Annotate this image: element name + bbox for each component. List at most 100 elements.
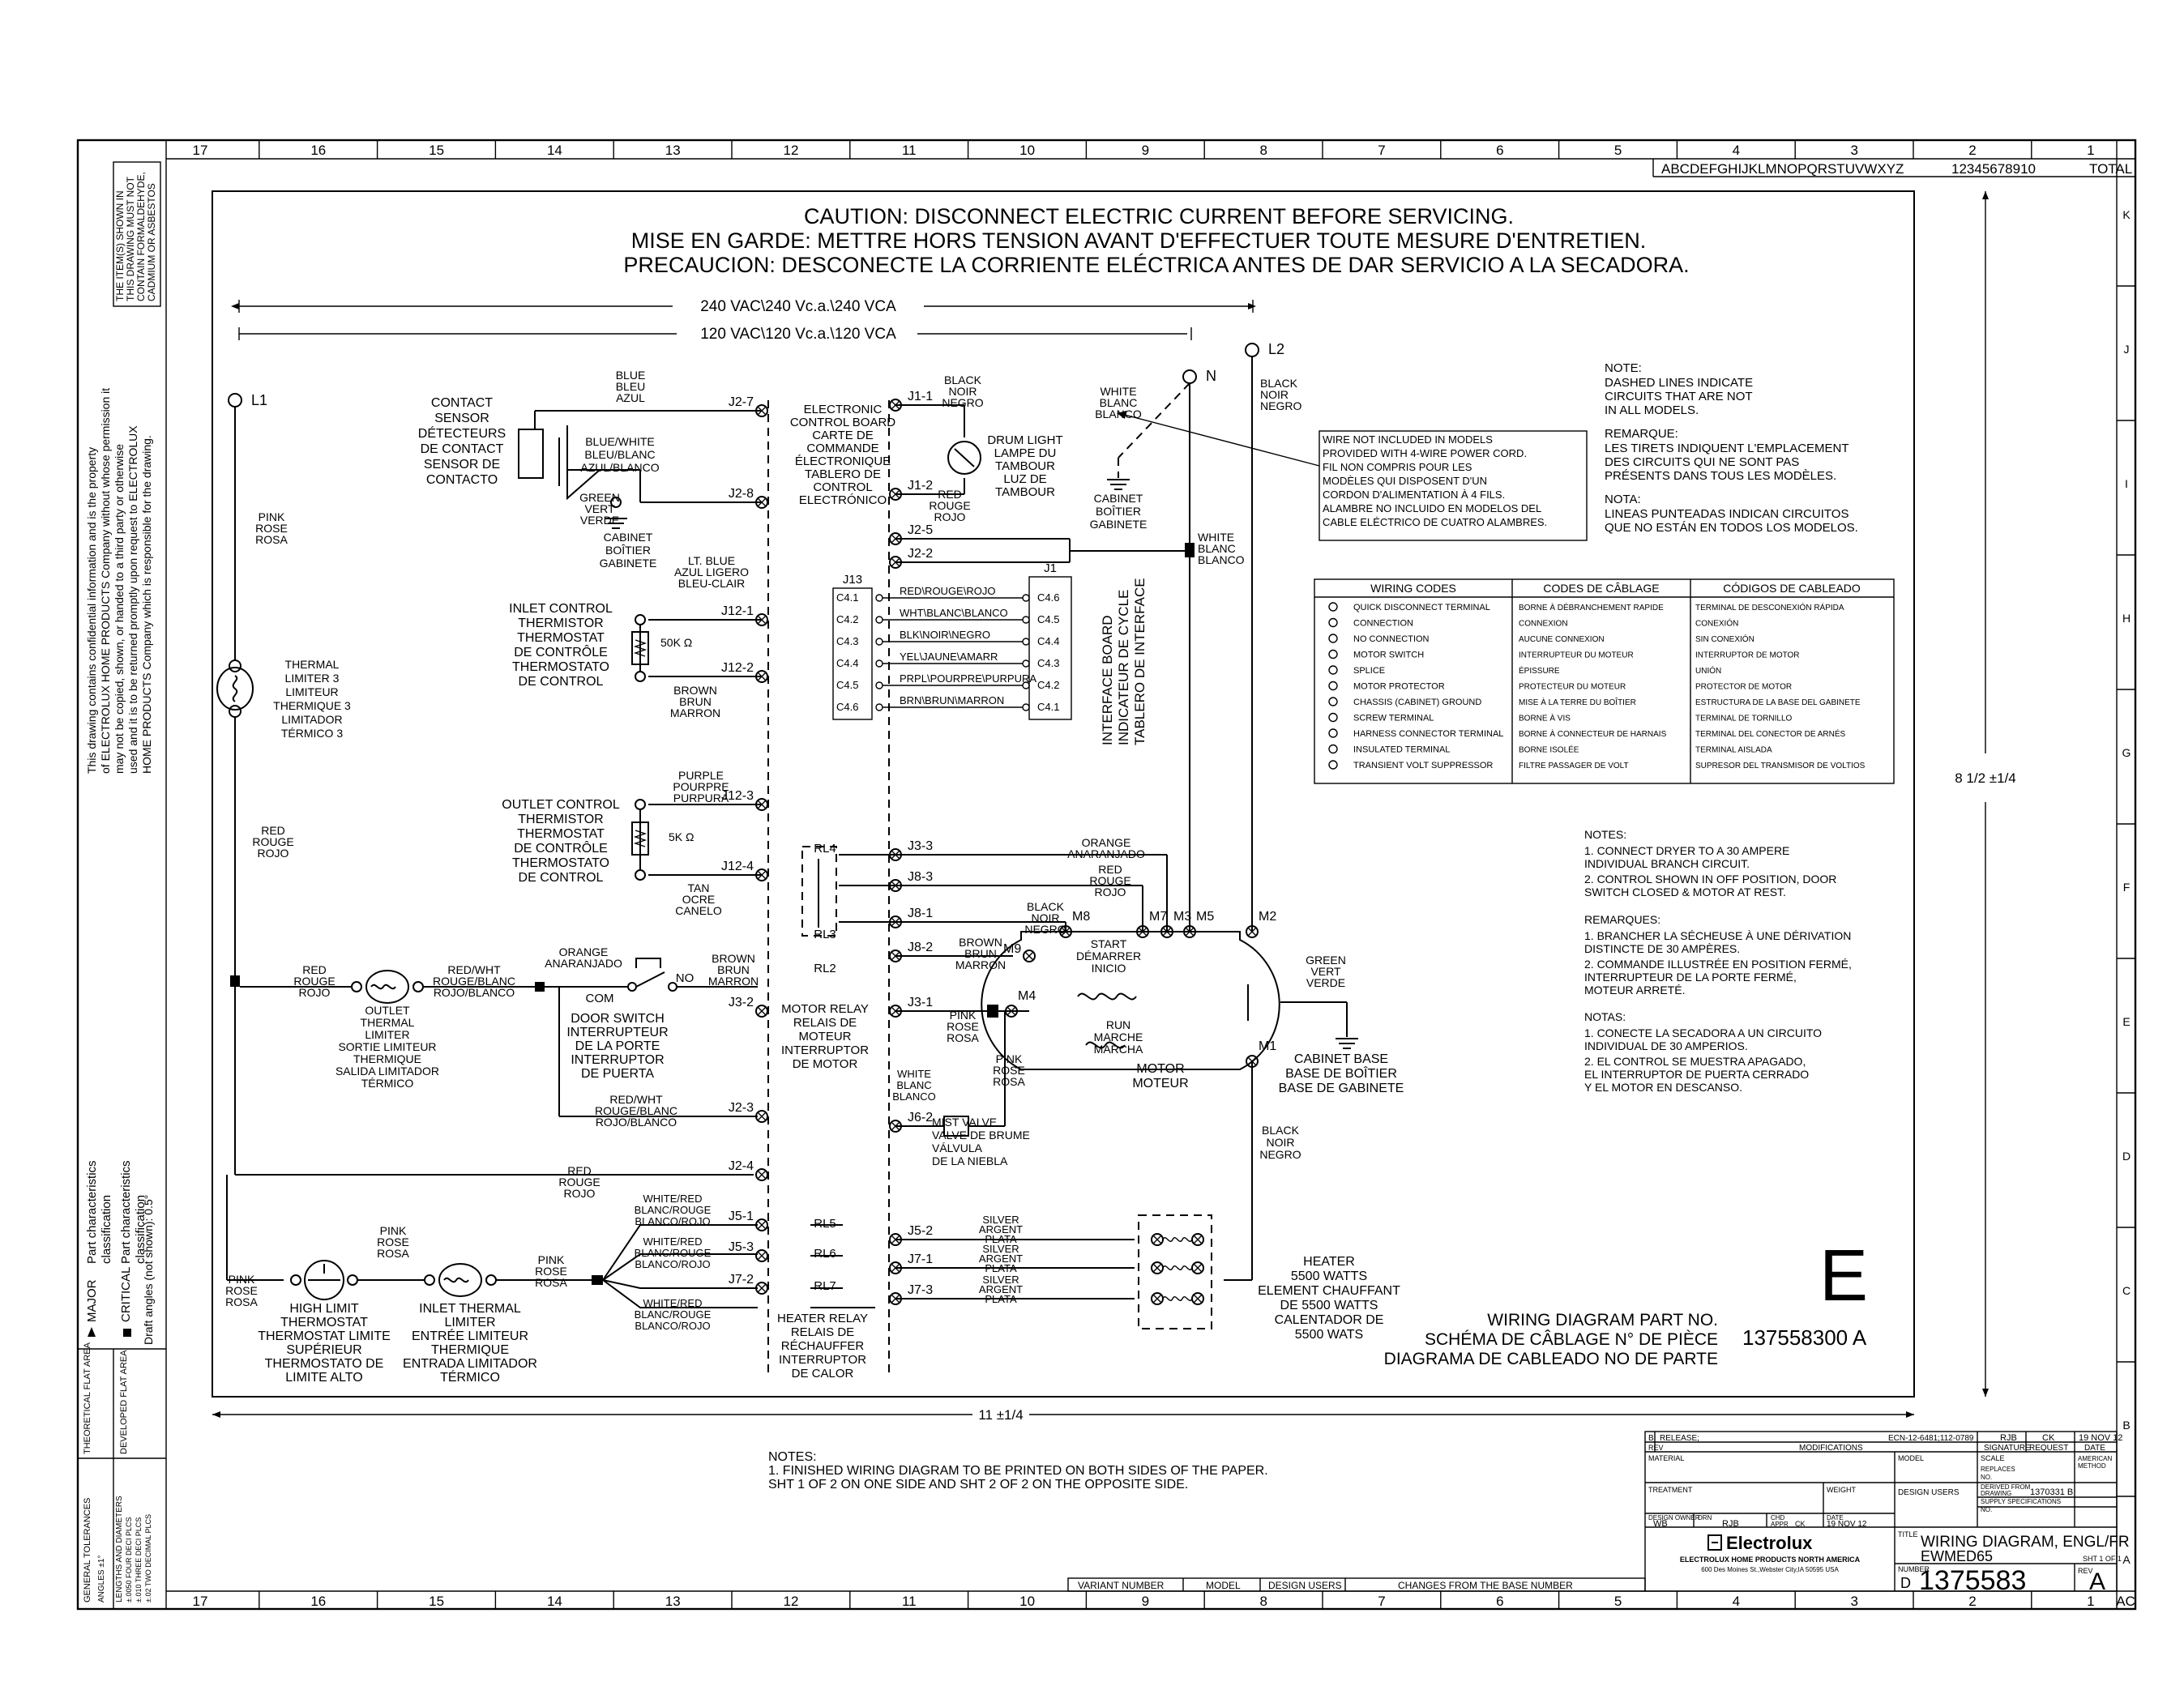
interface-board-label: INTERFACE BOARD: [1100, 615, 1115, 745]
svg-text:600 Des Moines St.,Webster Cit: 600 Des Moines St.,Webster City,IA 50595…: [1701, 1566, 1839, 1573]
heater-relay-label: HEATER RELAY: [777, 1312, 868, 1325]
high-limit-thermostat-label: HIGH LIMIT: [289, 1302, 359, 1316]
drum-light-label: LAMPE DU: [994, 446, 1057, 460]
wire-color-label: WHITE: [1100, 385, 1136, 398]
cabinet-base-label: CABINET BASE: [1294, 1052, 1388, 1066]
wire-color-label: ROUGE: [1089, 874, 1130, 887]
wire-color-label: BRUN: [679, 695, 712, 708]
j1-pin: C4.3: [1037, 657, 1059, 669]
j13-pin: C4.1: [836, 591, 858, 604]
motor-run-label: MARCHE: [1094, 1031, 1143, 1043]
svg-text:CÓDIGOS DE CABLEADO: CÓDIGOS DE CABLEADO: [1723, 582, 1861, 595]
notes-dashed-lines: NOTE: DASHED LINES INDICATE CIRCUITS THA…: [1605, 361, 1858, 535]
svg-text:CHD: CHD: [1771, 1514, 1785, 1521]
outlet-thermal-limiter-label: SORTIE LIMITEUR: [338, 1040, 436, 1053]
wire-color-label: ROSA: [993, 1075, 1025, 1088]
svg-text:8 1/2 ±1/4: 8 1/2 ±1/4: [1955, 770, 2016, 786]
wire-color-label: PINK: [996, 1052, 1023, 1065]
wire-color-label: WHITE: [897, 1068, 931, 1080]
ecb-connector-terminal: [889, 1120, 902, 1133]
wire-color-label: ROSE: [947, 1020, 979, 1033]
confidentiality-note: This drawing contains confidential infor…: [85, 388, 153, 774]
column-number: 15: [429, 1594, 444, 1609]
wire-color-label: ROSE: [535, 1265, 567, 1278]
column-number: 2: [1968, 1594, 1976, 1609]
splice-l1: [230, 975, 240, 987]
pin-label: J7-2: [729, 1273, 754, 1287]
wiring-code-fr: BORNE À DÉBRANCHEMENT RAPIDE: [1519, 602, 1664, 612]
svg-text:CODES DE CÂBLAGE: CODES DE CÂBLAGE: [1543, 582, 1659, 595]
outlet-thermistor-label: DE CONTRÔLE: [514, 840, 608, 856]
ecb-connector-terminal: [755, 798, 768, 811]
contact-sensor-label: CONTACTO: [426, 473, 498, 487]
ecb-connector-terminal: [755, 1249, 768, 1262]
column-number: 1: [2087, 1594, 2094, 1609]
wire-color-label: PLATA: [985, 1293, 1017, 1305]
svg-text:of ELECTROLUX HOME PRODUCTS Co: of ELECTROLUX HOME PRODUCTS Company with…: [99, 388, 112, 774]
j13-pin: C4.4: [836, 657, 858, 669]
high-limit-thermostat-label: THERMOSTATO DE: [265, 1357, 384, 1371]
svg-text:PRÉSENTS DANS TOUS LES MODÈLES: PRÉSENTS DANS TOUS LES MODÈLES.: [1605, 469, 1836, 483]
wire-color-label: BLANC: [1198, 542, 1236, 555]
motor-start-label: START: [1091, 937, 1127, 950]
column-number: 6: [1496, 143, 1503, 158]
wire-color-label: PURPURA: [673, 792, 729, 804]
j1-pin: C4.6: [1037, 591, 1059, 604]
wire-note-box: [1319, 430, 1588, 541]
j13-pin: C4.6: [836, 701, 858, 713]
heater-label: ELEMENT CHAUFFANT: [1258, 1284, 1400, 1298]
mist-valve-label: DE LA NIEBLA: [932, 1154, 1008, 1167]
wiring-code-symbol-icon: [1328, 760, 1338, 770]
relay-label: RL5: [814, 1217, 836, 1231]
high-limit-thermostat: [304, 1260, 344, 1300]
wiring-code-en: NO CONNECTION: [1353, 634, 1430, 644]
wiring-code-fr: PROTECTEUR DU MOTEUR: [1519, 683, 1626, 692]
ecb-connector-terminal: [889, 556, 902, 569]
row-letter: I: [2125, 477, 2128, 490]
wire-color-label: BLEU-CLAIR: [678, 577, 745, 590]
wire-color-label: ANARANJADO: [545, 957, 622, 970]
svg-text:classification: classification: [100, 1195, 113, 1264]
wire-color-label: VERDE: [580, 514, 619, 527]
outlet-thermal-limiter-label: THERMIQUE: [353, 1052, 421, 1065]
svg-text:TREATMENT: TREATMENT: [1648, 1486, 1693, 1494]
column-number: 8: [1259, 143, 1267, 158]
svg-text:DESIGN USERS: DESIGN USERS: [1898, 1488, 1960, 1497]
svg-text:11 ±1/4: 11 ±1/4: [978, 1407, 1023, 1423]
pin-label: J5-3: [729, 1240, 754, 1254]
wire-color-label: ORANGE: [559, 945, 609, 958]
wire-color-label: BRUN: [717, 963, 750, 976]
harness-wire-label: PRPL\POURPRE\PURPURA: [900, 672, 1036, 685]
wire-color-label: ROJO: [258, 847, 289, 860]
motor-outline: [981, 931, 1280, 1070]
svg-text:SUPPLY SPECIFICATIONS: SUPPLY SPECIFICATIONS: [1981, 1498, 2061, 1505]
column-number: 4: [1733, 143, 1740, 158]
drum-light-bulb: [947, 441, 981, 475]
thermal-limiter-3-label: THERMIQUE 3: [273, 699, 351, 712]
wire-color-label: ARGENT: [979, 1283, 1023, 1295]
electronic-control-board-label: CONTROL: [813, 480, 872, 494]
caution-es: PRECAUCION: DESCONECTE LA CORRIENTE ELÉC…: [623, 253, 1689, 277]
svg-text:SHT 1 OF 2 ON ONE SIDE AND SHT: SHT 1 OF 2 ON ONE SIDE AND SHT 2 OF 2 ON…: [768, 1478, 1188, 1491]
svg-text:CK: CK: [1795, 1520, 1806, 1528]
svg-text:DRAWING: DRAWING: [1981, 1490, 2011, 1497]
wire-color-label: ARGENT: [979, 1253, 1023, 1265]
svg-text:VARIANT NUMBER: VARIANT NUMBER: [1078, 1580, 1165, 1591]
svg-text:INDIVIDUAL DE 30 AMPERIOS.: INDIVIDUAL DE 30 AMPERIOS.: [1584, 1039, 1748, 1052]
svg-text:DESIGN USERS: DESIGN USERS: [1268, 1580, 1342, 1591]
outlet-thermal-limiter-label: THERMAL: [361, 1016, 415, 1029]
svg-text:NOTES:: NOTES:: [1584, 828, 1626, 841]
inlet-thermal-limiter: [438, 1263, 482, 1297]
wire-color-label: ROUGE: [293, 975, 335, 988]
pin-label: J2-3: [729, 1101, 754, 1115]
ecb-connector-terminal: [889, 1292, 902, 1305]
ecb-connector-terminal: [889, 399, 902, 412]
motor-relay-label: INTERRUPTOR: [781, 1043, 869, 1057]
ecb-connector-terminal: [755, 1218, 768, 1231]
ecb-connector-terminal: [755, 613, 768, 626]
harness-wire-label: RED\ROUGE\ROJO: [900, 585, 995, 597]
ecb-connector-terminal: [755, 868, 768, 881]
cabinet-ground-label: BOÎTIER: [1096, 505, 1141, 518]
